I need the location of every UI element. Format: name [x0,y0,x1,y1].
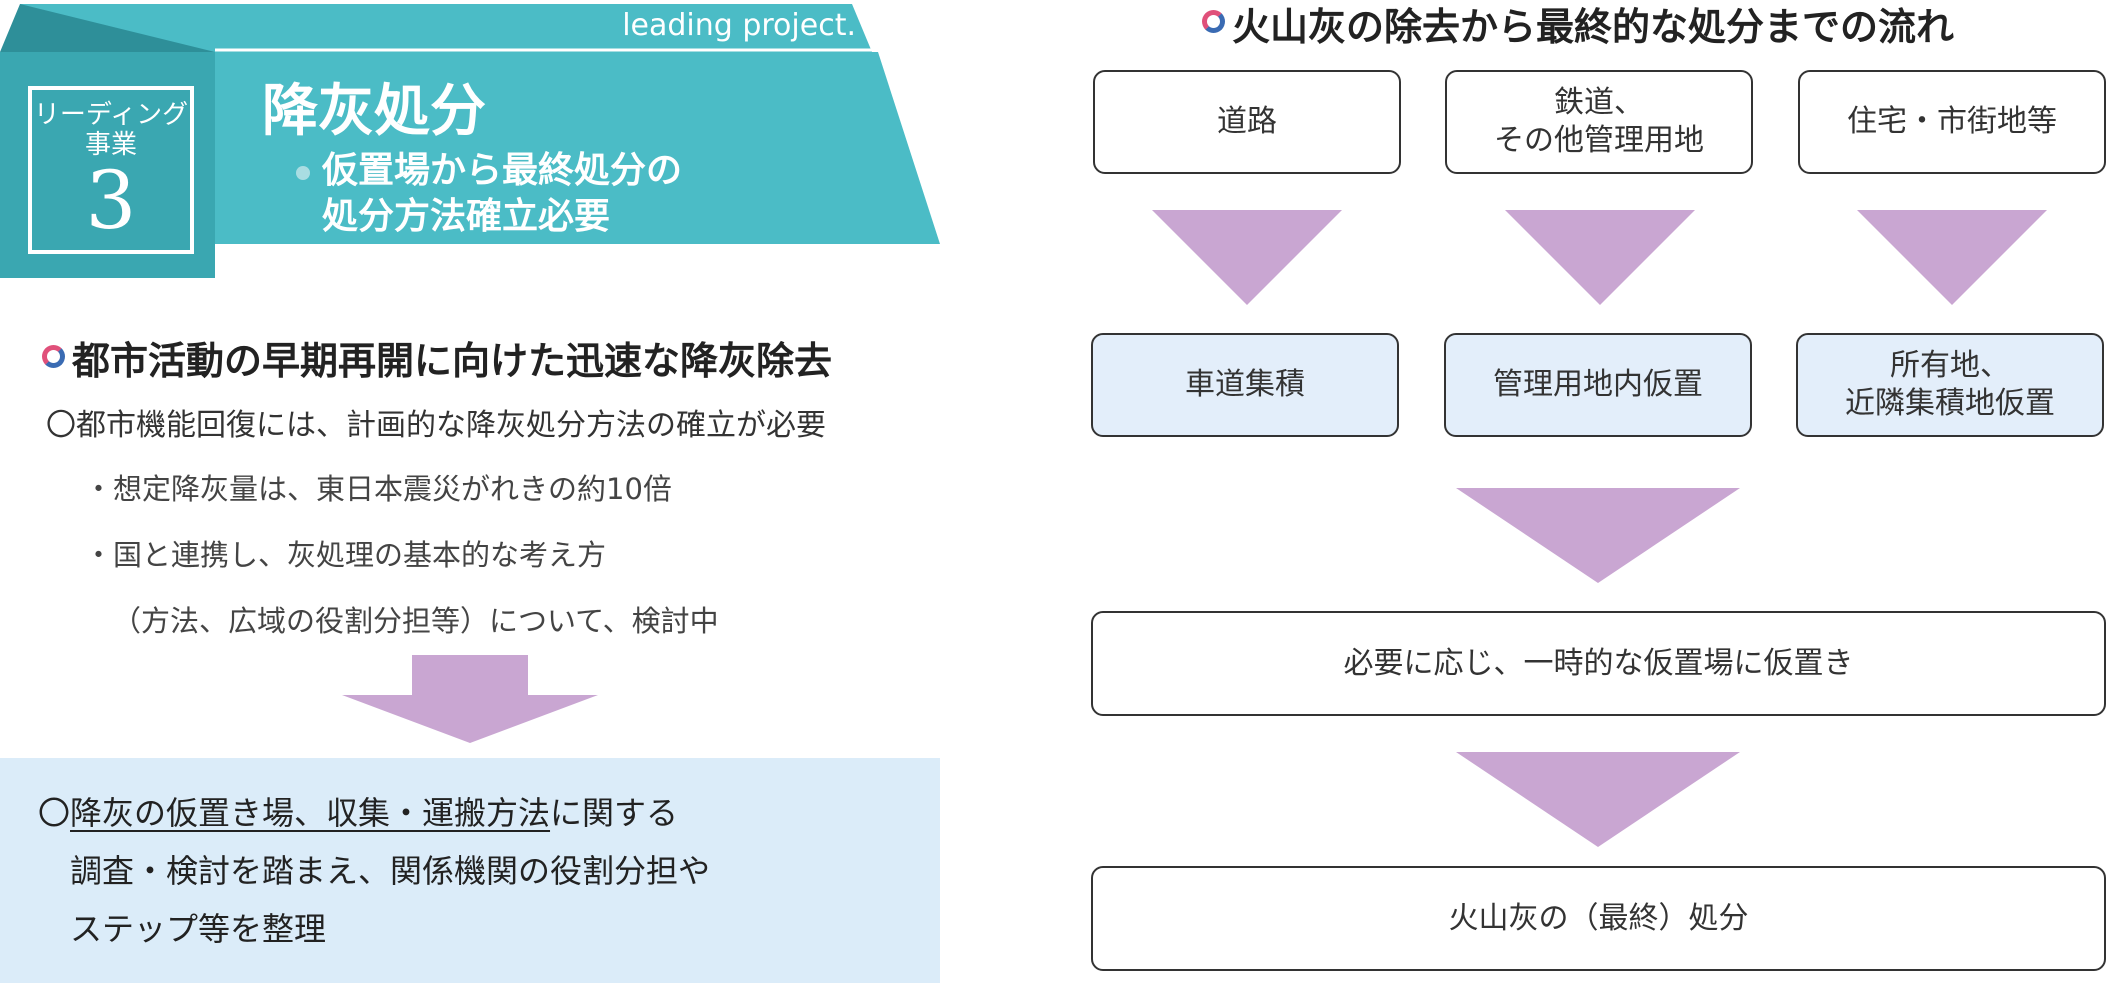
bullet-2-continued: （方法、広域の役割分担等）について、検討中 [112,604,719,638]
subtitle-bullet-icon [296,166,310,180]
flow-arrow-icon [1456,752,1740,847]
banner-shape [0,4,940,278]
leading-project-badge: リーディング 事業 3 [28,86,194,254]
flow-temporary-storage: 必要に応じ、一時的な仮置場に仮置き [1091,611,2106,716]
flow-temporary-storage-label: 必要に応じ、一時的な仮置場に仮置き [1343,645,1854,681]
flow-source-residential-label: 住宅・市街地等 [1847,104,2057,139]
flow-arrow-icon [1152,210,1342,305]
result-mark: 〇 [38,794,71,832]
flow-collect-roadway: 車道集積 [1091,333,1399,437]
result-underlined-text: 降灰の仮置き場、収集・運搬方法 [70,794,551,832]
badge-number: 3 [85,154,137,247]
down-arrow-icon [342,655,598,743]
flow-source-railway-line2: その他管理用地 [1494,123,1704,158]
subtitle-line-1: 仮置場から最終処分の [322,149,683,191]
page-title: 降灰処分 [262,78,486,144]
result-line-2: 調査・検討を踏まえ、関係機関の役割分担や [70,852,711,890]
flow-final-disposal: 火山灰の（最終）処分 [1091,866,2106,971]
flow-collect-private-land-line2: 近隣集積地仮置 [1845,386,2055,421]
result-panel: 〇降灰の仮置き場、収集・運搬方法に関する 調査・検討を踏まえ、関係機関の役割分担… [0,758,940,983]
flow-collect-roadway-label: 車道集積 [1185,367,1305,402]
flow-source-road: 道路 [1093,70,1401,174]
flow-source-railway-line1: 鉄道、 [1554,85,1644,120]
flow-final-disposal-label: 火山灰の（最終）処分 [1448,900,1749,936]
badge-label-line2: 事業 [84,130,137,160]
result-line-3: ステップ等を整理 [70,910,327,948]
flow-title: 火山灰の除去から最終的な処分までの流れ [1232,5,1955,49]
flow-collect-private-land: 所有地、近隣集積地仮置 [1796,333,2104,437]
badge-label-line1: リーディング [33,100,189,130]
flow-source-road-label: 道路 [1217,104,1277,139]
flow-source-residential: 住宅・市街地等 [1798,70,2106,174]
flow-collect-private-land-line1: 所有地、 [1890,348,2010,383]
heading-ring-icon [42,345,65,368]
lead-text: 〇都市機能回復には、計画的な降灰処分方法の確立が必要 [46,408,826,443]
leading-project-tag: leading project. [622,8,856,43]
flow-arrow-icon [1857,210,2047,305]
flow-arrow-icon [1505,210,1695,305]
flow-title-ring-icon [1202,10,1225,33]
flow-arrow-icon [1456,488,1740,583]
result-line-1-rest: に関する [550,794,679,832]
bullet-1: ・想定降灰量は、東日本震災がれきの約10倍 [84,472,672,506]
subtitle-line-2: 処分方法確立必要 [322,195,611,237]
result-line-1: 〇降灰の仮置き場、収集・運搬方法に関する [38,788,678,834]
section-heading: 都市活動の早期再開に向けた迅速な降灰除去 [72,339,833,383]
flow-collect-managed-land: 管理用地内仮置 [1444,333,1752,437]
flow-source-railway: 鉄道、その他管理用地 [1445,70,1753,174]
bullet-2: ・国と連携し、灰処理の基本的な考え方 [84,538,607,572]
header-banner: leading project. リーディング 事業 3 降灰処分 仮置場から最… [0,0,945,280]
flow-collect-managed-land-label: 管理用地内仮置 [1493,367,1703,402]
